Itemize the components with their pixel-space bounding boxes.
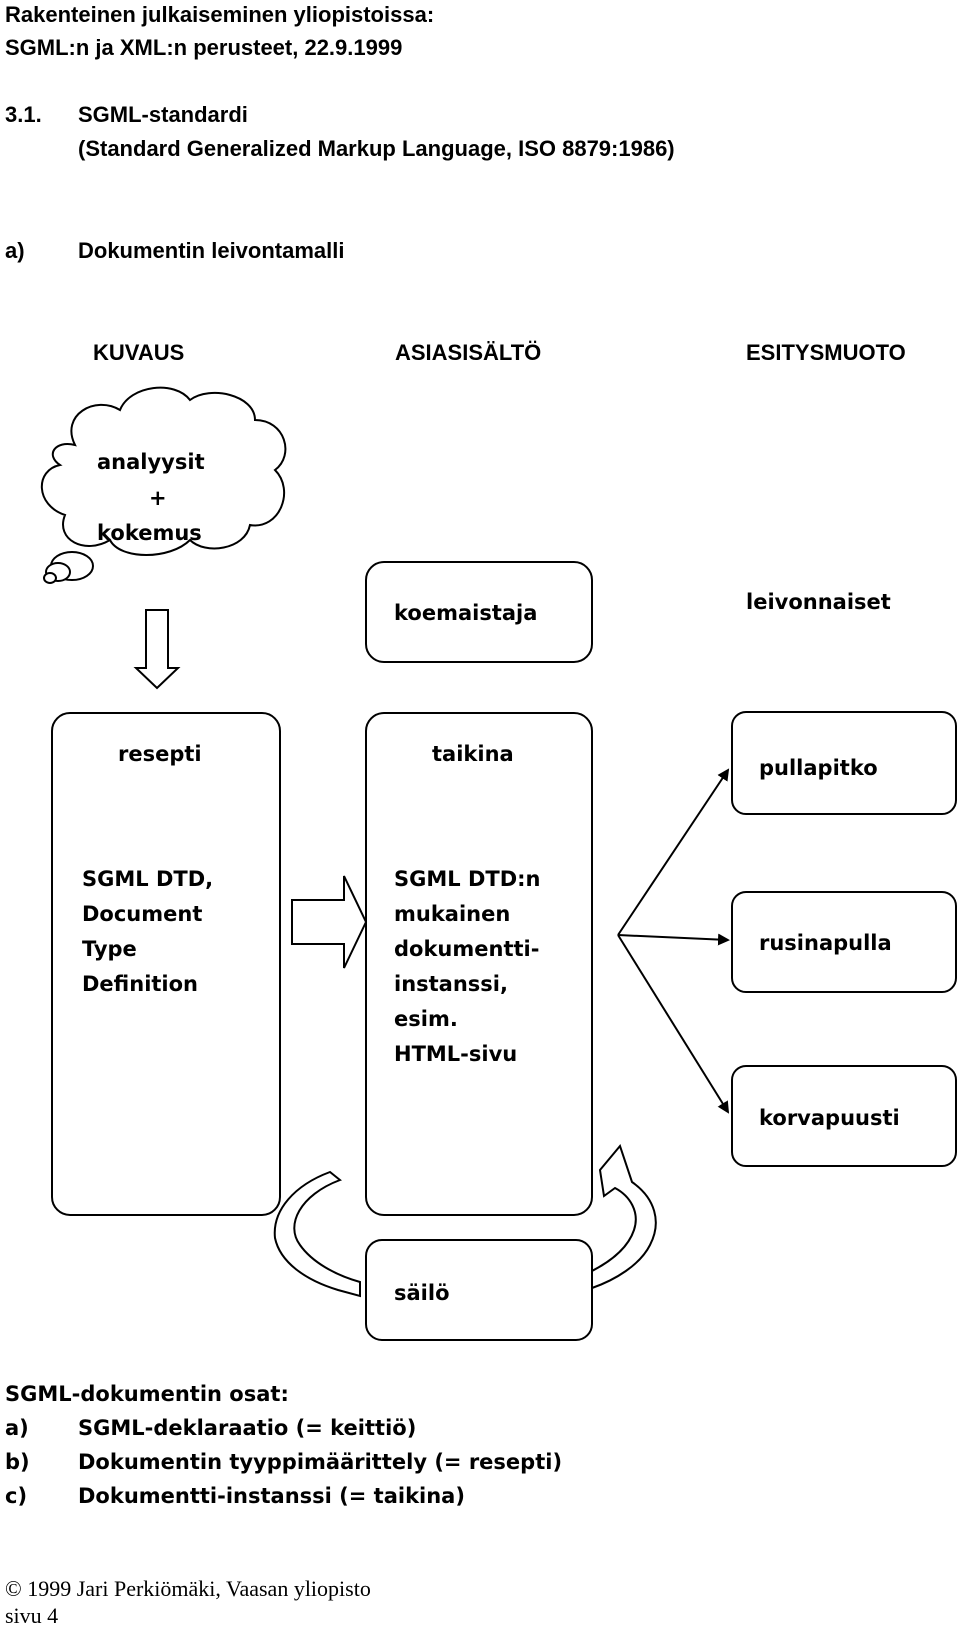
down-arrow <box>133 609 181 690</box>
resepti-line: SGML DTD, <box>82 867 214 891</box>
arrow-to-pullapitko <box>617 768 730 936</box>
column-header-kuvaus: KUVAUS <box>93 340 185 365</box>
cloud-line-kokemus: kokemus <box>97 521 202 545</box>
korvapuusti-box <box>731 1065 957 1167</box>
resepti-description: SGML DTD, Document Type Definition <box>82 862 213 1002</box>
curved-arrow-left <box>273 1170 361 1298</box>
subsection-marker: a) <box>5 238 25 263</box>
koemaistaja-label: koemaistaja <box>394 601 538 625</box>
thought-cloud <box>40 386 287 556</box>
parts-heading: SGML-dokumentin osat: <box>5 1382 289 1406</box>
taikina-heading: taikina <box>432 742 514 766</box>
taikina-line: mukainen <box>394 902 511 926</box>
section-title: SGML-standardi <box>78 102 248 127</box>
leivonnaiset-label: leivonnaiset <box>746 590 891 614</box>
arrow-to-korvapuusti <box>617 934 730 1114</box>
column-header-asiasisalto: ASIASISÄLTÖ <box>395 340 542 365</box>
parts-item-text: SGML-deklaraatio (= keittiö) <box>78 1416 417 1440</box>
footer-page-number: sivu 4 <box>5 1603 59 1628</box>
cloud-line-plus: + <box>149 486 167 510</box>
pullapitko-label: pullapitko <box>759 756 878 780</box>
resepti-box <box>51 712 281 1216</box>
document-title-line1: Rakenteinen julkaiseminen yliopistoissa: <box>5 2 435 27</box>
resepti-line: Definition <box>82 972 199 996</box>
arrow-to-rusinapulla <box>617 933 730 946</box>
taikina-line: dokumentti- <box>394 937 540 961</box>
taikina-line: esim. <box>394 1007 458 1031</box>
parts-item-text: Dokumentin tyyppimäärittely (= resepti) <box>78 1450 563 1474</box>
column-header-esitysmuoto: ESITYSMUOTO <box>746 340 906 365</box>
taikina-line: SGML DTD:n <box>394 867 541 891</box>
rusinapulla-box <box>731 891 957 993</box>
subsection-title: Dokumentin leivontamalli <box>78 238 345 263</box>
right-arrow <box>291 875 368 969</box>
pullapitko-box <box>731 711 957 815</box>
parts-item-text: Dokumentti-instanssi (= taikina) <box>78 1484 465 1508</box>
sailo-box <box>365 1239 593 1341</box>
parts-item-marker: c) <box>5 1484 28 1508</box>
koemaistaja-box <box>365 561 593 663</box>
sailo-label: säilö <box>394 1281 450 1305</box>
taikina-line: HTML-sivu <box>394 1042 518 1066</box>
resepti-line: Document <box>82 902 203 926</box>
taikina-box <box>365 712 593 1216</box>
parts-item-marker: a) <box>5 1416 29 1440</box>
korvapuusti-label: korvapuusti <box>759 1106 900 1130</box>
rusinapulla-label: rusinapulla <box>759 931 892 955</box>
resepti-line: Type <box>82 937 137 961</box>
footer-copyright: © 1999 Jari Perkiömäki, Vaasan yliopisto <box>5 1576 371 1601</box>
section-subtitle: (Standard Generalized Markup Language, I… <box>78 136 675 161</box>
taikina-line: instanssi, <box>394 972 508 996</box>
cloud-line-analyysit: analyysit <box>97 450 205 474</box>
thought-bubble-small <box>43 572 57 584</box>
taikina-description: SGML DTD:n mukainen dokumentti- instanss… <box>394 862 541 1072</box>
resepti-heading: resepti <box>118 742 202 766</box>
section-number: 3.1. <box>5 102 42 127</box>
document-title-line2: SGML:n ja XML:n perusteet, 22.9.1999 <box>5 35 403 60</box>
parts-item-marker: b) <box>5 1450 30 1474</box>
curved-arrow-right <box>588 1143 657 1290</box>
